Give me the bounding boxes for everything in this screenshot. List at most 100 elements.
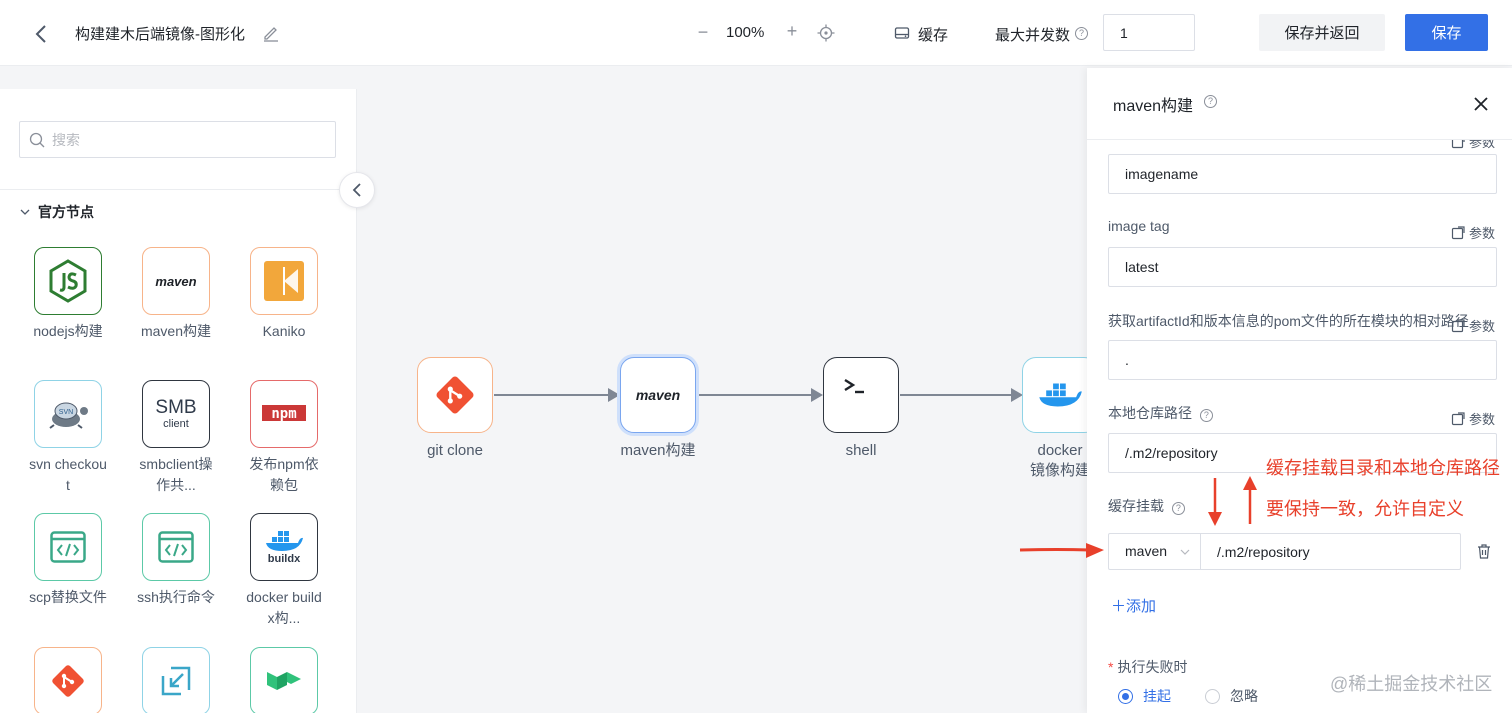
tile-label: smbclient操作共...	[139, 456, 213, 493]
param-link[interactable]: 参数	[1451, 316, 1495, 335]
annotation-arrow-down	[1208, 478, 1222, 526]
zoom-in-button[interactable]: +	[786, 21, 798, 41]
radio-dot	[1205, 688, 1220, 704]
maven-logo-text: maven	[635, 387, 681, 403]
smb-logo-text: SMB	[155, 396, 197, 418]
node-tile-kaniko[interactable]: Kaniko	[239, 247, 329, 342]
collapse-panel-button[interactable]	[339, 172, 375, 208]
disk-icon[interactable]	[894, 25, 910, 41]
node-tile-maven[interactable]: maven maven构建	[131, 247, 221, 342]
cache-button[interactable]: 缓存	[918, 27, 949, 44]
save-button[interactable]: 保存	[1405, 14, 1488, 51]
param-link[interactable]: 参数	[1451, 409, 1495, 428]
node-tile-buildkite[interactable]	[239, 647, 329, 713]
maven-logo-text: maven	[155, 273, 197, 289]
docker-buildx-icon: buildx	[250, 513, 318, 581]
radio-ignore[interactable]: 忽略	[1205, 686, 1258, 706]
canvas-node-git-clone[interactable]: git clone	[395, 357, 515, 461]
pom-path-input[interactable]	[1108, 340, 1497, 380]
node-tile-nodejs[interactable]: nodejs构建	[23, 247, 113, 342]
tile-label: ssh执行命令	[137, 589, 215, 605]
svn-icon: SVN	[34, 380, 102, 448]
node-label: git clone	[427, 442, 483, 459]
save-and-return-button[interactable]: 保存并返回	[1259, 14, 1385, 51]
node-library-panel: 官方节点 nodejs构建 maven maven构建 Kaniko SVN s…	[0, 89, 357, 713]
edge-arrow	[494, 388, 620, 402]
maven-icon: maven	[620, 357, 696, 433]
divider	[0, 189, 357, 190]
node-tile-git[interactable]	[23, 647, 113, 713]
param-link[interactable]: 参数	[1451, 223, 1495, 242]
help-icon[interactable]: ?	[1171, 502, 1185, 515]
radio-label: 挂起	[1143, 688, 1171, 704]
cache-mount-select[interactable]: maven	[1108, 533, 1201, 570]
smb-logo-subtext: client	[163, 417, 189, 430]
drawer-title: maven构建	[1113, 98, 1194, 115]
tile-label: svn checkout	[29, 456, 107, 493]
tile-label: maven构建	[140, 323, 212, 339]
buildkite-icon	[250, 647, 318, 713]
git-icon	[34, 647, 102, 713]
node-tile-ssh[interactable]: ssh执行命令	[131, 513, 221, 608]
drawer-header: maven构建 ?	[1087, 68, 1512, 140]
on-failure-label-text: 执行失败时	[1117, 659, 1188, 675]
annotation-arrow-up	[1243, 476, 1257, 524]
canvas-node-shell[interactable]: shell	[801, 357, 921, 461]
kaniko-icon	[250, 247, 318, 315]
edge-arrow	[697, 388, 823, 402]
annotation-text: 缓存挂载目录和本地仓库路径	[1266, 458, 1500, 478]
node-tile-svn[interactable]: SVN svn checkout	[23, 380, 113, 496]
node-tile-smbclient[interactable]: SMB client smbclient操作共...	[131, 380, 221, 496]
top-bar: 构建建木后端镜像-图形化 − 100% + 缓存 最大并发数 ? 保存并返回 保…	[0, 0, 1512, 66]
annotation-arrow-right	[1019, 543, 1104, 558]
local-repo-input[interactable]	[1108, 433, 1497, 473]
add-mount-button[interactable]: ＋添加	[1111, 595, 1156, 616]
max-concurrency-label: 最大并发数	[995, 27, 1071, 44]
cache-mount-select-value: maven	[1125, 543, 1168, 559]
close-icon[interactable]	[1471, 94, 1491, 114]
search-input[interactable]	[52, 128, 322, 152]
node-config-drawer: maven构建 ? 参数 image tag 参数 获取artifactId和版…	[1087, 68, 1512, 713]
svg-text:npm: npm	[271, 406, 296, 422]
trash-icon[interactable]	[1476, 543, 1492, 559]
group-label: 官方节点	[38, 204, 94, 220]
help-icon[interactable]: ?	[1075, 27, 1088, 40]
max-concurrency-input[interactable]	[1103, 14, 1195, 51]
node-label: shell	[845, 442, 877, 459]
code-window-icon	[34, 513, 102, 581]
node-tile-scp[interactable]: scp替换文件	[23, 513, 113, 608]
npm-icon: npm	[250, 380, 318, 448]
terminal-icon	[823, 357, 899, 433]
radio-label: 忽略	[1230, 688, 1258, 704]
buildx-text: buildx	[267, 553, 301, 565]
tile-label: scp替换文件	[29, 589, 107, 605]
docker-icon	[1022, 357, 1098, 433]
on-failure-label: *执行失败时	[1108, 657, 1187, 677]
image-name-input[interactable]	[1108, 154, 1497, 194]
git-icon	[417, 357, 493, 433]
help-icon[interactable]: ?	[1204, 95, 1217, 108]
radio-suspend[interactable]: 挂起	[1118, 686, 1171, 706]
help-icon[interactable]: ?	[1199, 409, 1213, 422]
annotation-text: 要保持一致，允许自定义	[1266, 499, 1464, 519]
zoom-out-button[interactable]: −	[697, 22, 709, 42]
local-repo-label-text: 本地仓库路径	[1108, 405, 1192, 421]
cache-mount-label-text: 缓存挂载	[1108, 498, 1164, 514]
node-tile-npm[interactable]: npm 发布npm依赖包	[239, 380, 329, 496]
edit-icon[interactable]	[262, 24, 280, 42]
search-box[interactable]	[19, 121, 336, 158]
back-icon[interactable]	[30, 22, 54, 46]
canvas-node-docker[interactable]: docker镜像构建	[1000, 357, 1120, 481]
node-tile-upload[interactable]	[131, 647, 221, 713]
cache-mount-path-input[interactable]	[1201, 533, 1461, 570]
node-tile-docker-buildx[interactable]: buildx docker buildx构...	[239, 513, 329, 629]
zoom-level: 100%	[726, 24, 765, 41]
svg-text:SVN: SVN	[59, 409, 73, 416]
image-tag-input[interactable]	[1108, 247, 1497, 287]
add-label: 添加	[1126, 598, 1157, 615]
param-label: 参数	[1469, 226, 1496, 241]
group-official-nodes[interactable]: 官方节点	[20, 202, 94, 222]
watermark: @稀土掘金技术社区	[1330, 674, 1493, 694]
locate-icon[interactable]	[817, 24, 835, 42]
canvas-node-maven-selected[interactable]: maven maven构建	[598, 357, 718, 461]
